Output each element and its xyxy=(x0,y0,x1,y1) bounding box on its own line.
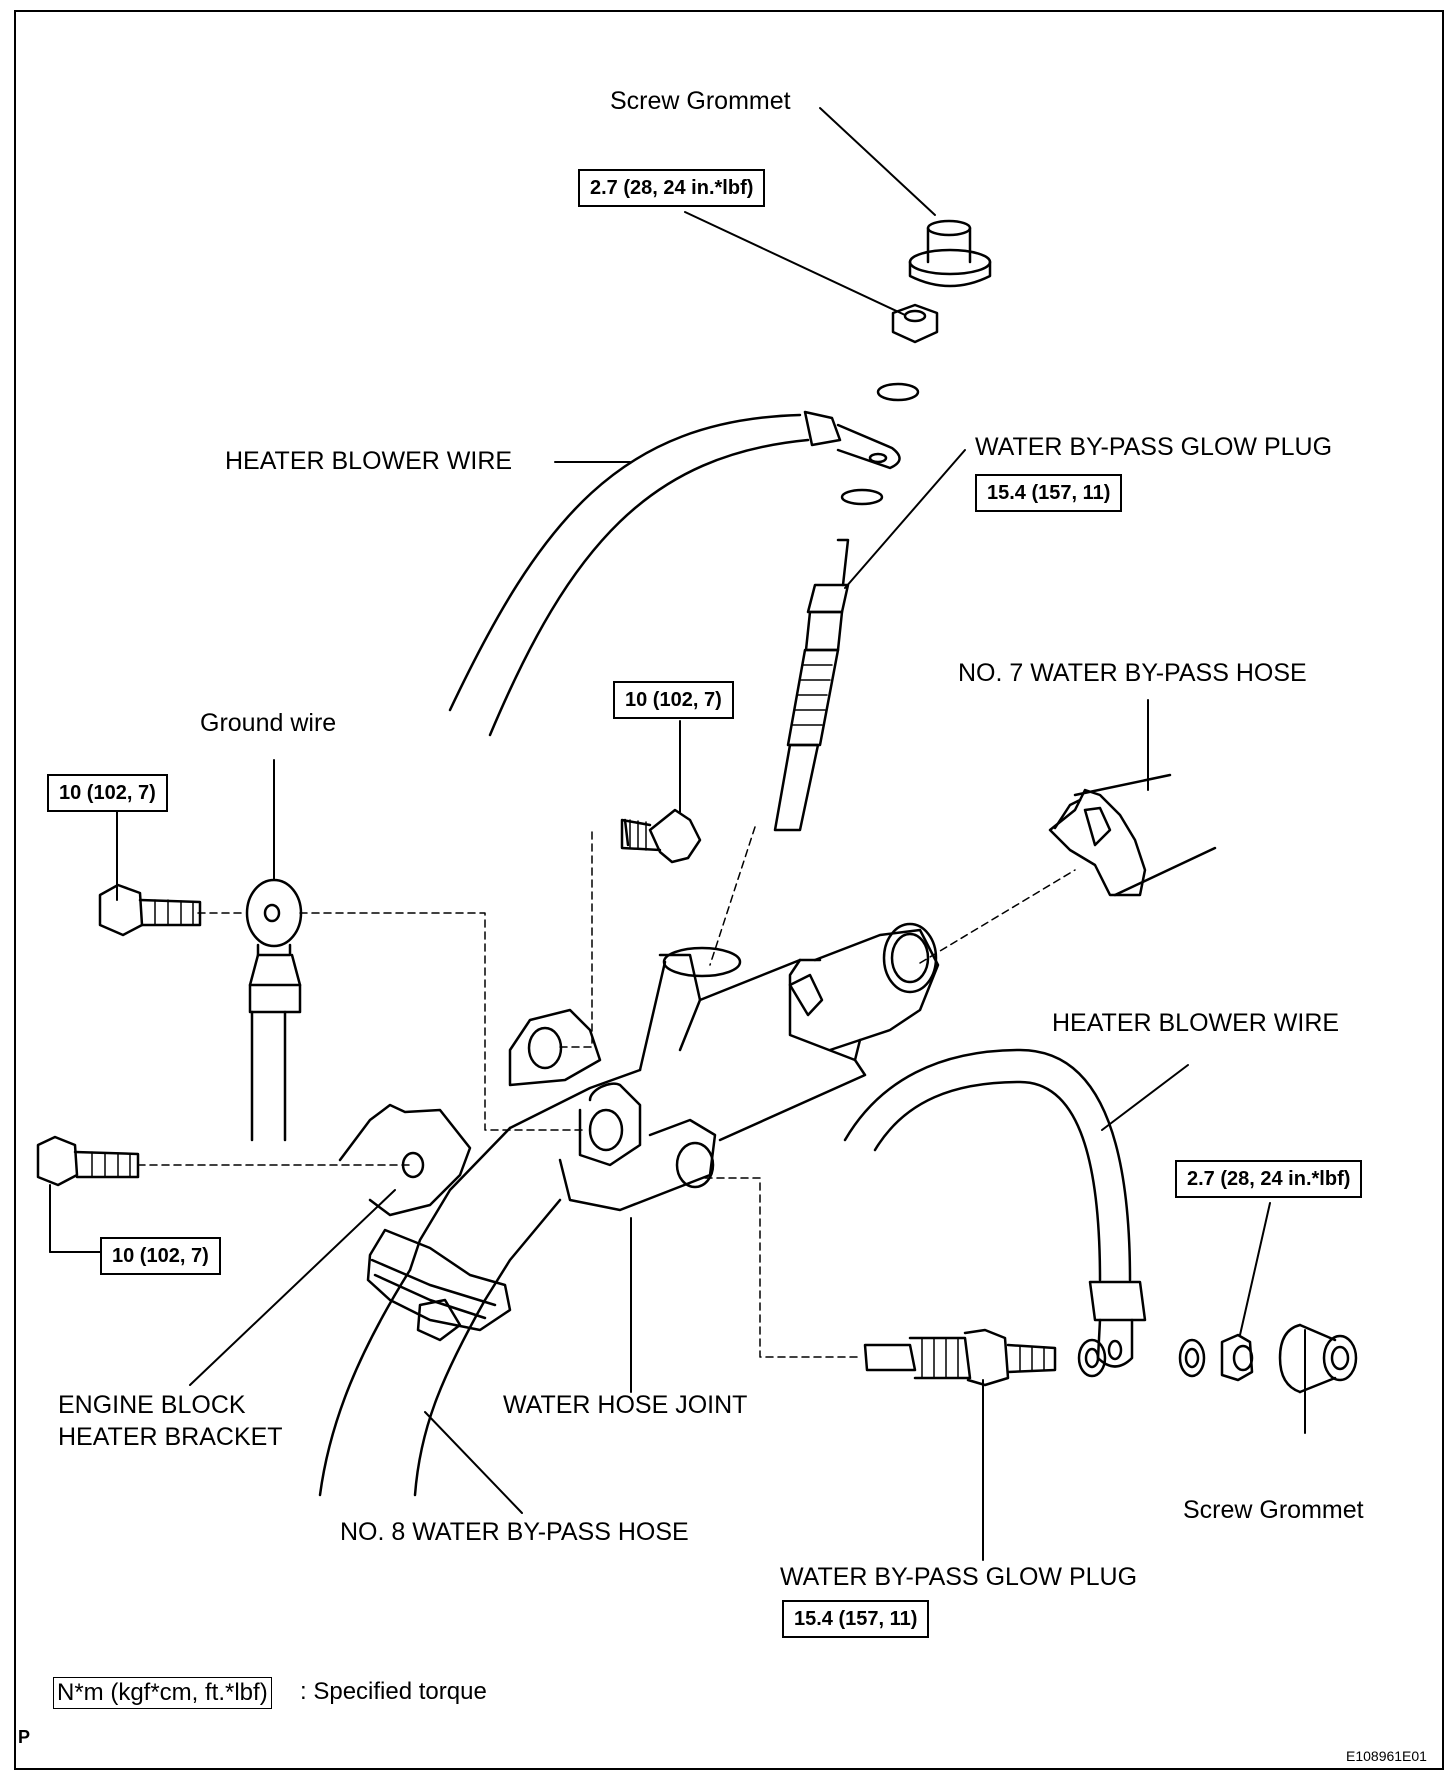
label-water-bypass-glow-plug-bottom: WATER BY-PASS GLOW PLUG xyxy=(780,1563,1138,1591)
washer-top-1 xyxy=(876,382,920,402)
dashed-lines xyxy=(137,826,1076,1358)
torque-box-glow-plug-top: 15.4 (157, 11) xyxy=(975,474,1123,512)
bolt-bracket-shape xyxy=(36,1135,140,1187)
bolt-center-shape xyxy=(620,808,702,864)
label-water-bypass-glow-plug-top: WATER BY-PASS GLOW PLUG xyxy=(975,433,1333,461)
legend-unit-box: N*m (kgf*cm, ft.*lbf) xyxy=(53,1677,272,1709)
washer-top-2 xyxy=(840,488,884,506)
no7-hose-shape xyxy=(1048,773,1217,897)
label-heater-blower-wire-right: HEATER BLOWER WIRE xyxy=(1052,1009,1340,1037)
heater-blower-wire-top-shape xyxy=(448,410,901,737)
label-engine-block-heater-bracket-line2: HEATER BRACKET xyxy=(58,1423,283,1451)
label-screw-grommet-top: Screw Grommet xyxy=(610,87,791,115)
torque-box-nut-right: 2.7 (28, 24 in.*lbf) xyxy=(1175,1160,1363,1198)
washer-right-2 xyxy=(1178,1338,1206,1378)
nut-right-shape xyxy=(1220,1333,1254,1382)
engine-block-heater-bracket-shape xyxy=(338,1103,472,1217)
torque-box-bolt-bracket: 10 (102, 7) xyxy=(100,1237,221,1275)
leader-lines xyxy=(49,107,1306,1561)
screw-grommet-top-shape xyxy=(908,219,992,288)
figure-code: E108961E01 xyxy=(1346,1748,1427,1764)
torque-box-bolt-center: 10 (102, 7) xyxy=(613,681,734,719)
glow-plug-top-shape xyxy=(773,538,850,832)
label-water-hose-joint: WATER HOSE JOINT xyxy=(503,1391,748,1419)
diagram-frame xyxy=(14,10,1444,1770)
glow-plug-bottom-shape xyxy=(863,1328,1057,1387)
label-no8-water-bypass-hose: NO. 8 WATER BY-PASS HOSE xyxy=(340,1518,689,1546)
torque-box-bolt-ground: 10 (102, 7) xyxy=(47,774,168,812)
label-no7-water-bypass-hose: NO. 7 WATER BY-PASS HOSE xyxy=(958,659,1307,687)
corner-letter: P xyxy=(18,1727,31,1747)
legend-description: : Specified torque xyxy=(300,1678,487,1705)
label-heater-blower-wire-top: HEATER BLOWER WIRE xyxy=(225,447,513,475)
torque-box-glow-plug-bottom: 15.4 (157, 11) xyxy=(782,1600,930,1638)
ground-wire-shape xyxy=(245,878,303,1142)
washer-right-1 xyxy=(1077,1338,1107,1378)
nut-top-shape xyxy=(891,303,939,344)
label-screw-grommet-right: Screw Grommet xyxy=(1183,1496,1364,1524)
screw-grommet-right-shape xyxy=(1278,1323,1358,1394)
torque-box-nut-top: 2.7 (28, 24 in.*lbf) xyxy=(578,169,766,207)
no8-hose-shape xyxy=(318,1228,512,1497)
heater-blower-wire-right-shape xyxy=(843,1048,1147,1368)
bolt-ground-shape xyxy=(98,883,202,937)
water-hose-joint-shape xyxy=(408,922,940,1302)
label-ground-wire: Ground wire xyxy=(200,709,337,737)
label-engine-block-heater-bracket-line1: ENGINE BLOCK xyxy=(58,1391,246,1419)
